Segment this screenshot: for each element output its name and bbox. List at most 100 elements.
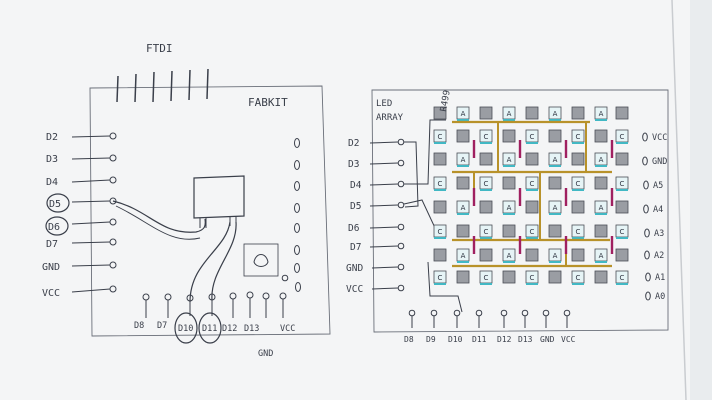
led-pad: [571, 152, 585, 166]
pin-label: D2: [348, 138, 359, 149]
left-pin-labels: D2 D3 D4 D5 D6 D7 GND VCC: [42, 132, 61, 299]
right-side-pins: [642, 132, 651, 301]
route-d5: [403, 199, 437, 231]
led-pad: [525, 248, 539, 262]
led-letter: C: [484, 274, 489, 282]
right-bottom-labels: D8 D9 D10 D11 D12 D13 GND VCC: [404, 335, 576, 344]
pin-label: GND: [540, 335, 555, 344]
pin-label: VCC: [346, 284, 363, 295]
led-letter: C: [620, 180, 625, 188]
pin-label: D7: [46, 239, 58, 250]
led-letter: A: [553, 252, 558, 260]
pin-label: D6: [348, 223, 360, 234]
led-pad: [502, 224, 516, 238]
led-letter: C: [438, 133, 443, 141]
pin-label: D10: [178, 324, 193, 334]
resistor-label: R499: [439, 89, 453, 112]
led-pad: [502, 270, 516, 284]
pin-label: D5: [49, 199, 61, 210]
led-array-title-2: ARRAY: [376, 113, 404, 123]
led-pad: [456, 176, 470, 190]
led-letter: A: [507, 156, 512, 164]
pin-label: D5: [350, 201, 361, 212]
fabkit-label: FABKIT: [248, 96, 288, 109]
led-pad: [571, 248, 585, 262]
led-pad: [594, 129, 608, 143]
right-pads: [281, 138, 301, 292]
led-pad: [548, 176, 562, 190]
led-pad: [594, 176, 608, 190]
left-bottom-labels: D8 D7 D10 D11 D12 D13 VCC GND: [134, 321, 295, 359]
led-pad: [594, 224, 608, 238]
led-pad: [502, 176, 516, 190]
pin-label: D2: [46, 132, 58, 143]
led-letter: C: [576, 228, 581, 236]
pin-label: GND: [652, 157, 667, 167]
pin-d10-circle: [174, 312, 198, 344]
led-letter: A: [461, 156, 466, 164]
led-pad: [571, 200, 585, 214]
led-letter: C: [576, 180, 581, 188]
led-pad: [525, 200, 539, 214]
led-pad: [525, 152, 539, 166]
led-pad: [615, 200, 629, 214]
led-array-board: [369, 89, 669, 333]
pin-d6-circle: [45, 216, 69, 236]
pin-label: D11: [472, 335, 487, 344]
button-cap: [253, 254, 269, 267]
led-pad: [479, 152, 493, 166]
pin-d11-circle: [198, 312, 222, 344]
led-pad: [525, 106, 539, 120]
pin-label: A2: [654, 251, 664, 261]
pin-label: D8: [134, 321, 144, 331]
led-letter: C: [438, 274, 443, 282]
pin-label: D4: [350, 180, 362, 191]
ftdi-header: [116, 68, 209, 103]
reset-button: [243, 243, 279, 277]
fabkit-board: [45, 68, 331, 344]
pin-label: D6: [48, 222, 60, 233]
led-letter: A: [599, 110, 604, 118]
right-left-labels: D2 D3 D4 D5 D6 D7 GND VCC: [346, 138, 363, 295]
wire-d6: [115, 205, 201, 240]
pin-label: D7: [157, 321, 167, 331]
right-bottom-pins: [408, 309, 571, 328]
pin-label: VCC: [280, 324, 295, 334]
led-pad: [548, 270, 562, 284]
right-left-leads: [369, 138, 405, 292]
pin-label: VCC: [652, 133, 667, 143]
led-letter: C: [576, 133, 581, 141]
led-letter: A: [599, 156, 604, 164]
pin-label: D13: [518, 335, 533, 344]
led-letter: A: [553, 156, 558, 164]
led-array-title-1: LED: [376, 99, 392, 109]
led-pad: [456, 129, 470, 143]
pin-label: A1: [655, 273, 665, 283]
pin-label: GND: [42, 262, 60, 273]
led-letter: C: [484, 180, 489, 188]
pin-label: VCC: [42, 288, 60, 299]
led-letter: C: [620, 274, 625, 282]
pin-label: D3: [348, 159, 359, 170]
led-letter: A: [553, 204, 558, 212]
route-gnd: [427, 261, 463, 313]
pin-label: A3: [654, 229, 664, 239]
led-pad: [615, 106, 629, 120]
led-letter: A: [553, 110, 558, 118]
paper-edge: [671, 0, 687, 400]
led-letter: C: [484, 133, 489, 141]
led-letter: C: [576, 274, 581, 282]
led-pad: [571, 106, 585, 120]
pin-label: D11: [202, 324, 217, 334]
led-letter: C: [620, 228, 625, 236]
led-letter: C: [438, 180, 443, 188]
wire-d10: [189, 221, 231, 303]
pin-d5-circle: [46, 193, 70, 213]
pin-label: D12: [222, 324, 237, 334]
led-letter: C: [484, 228, 489, 236]
led-pad: [456, 270, 470, 284]
ftdi-label: FTDI: [146, 42, 173, 55]
led-letter: A: [461, 110, 466, 118]
led-pad: [615, 248, 629, 262]
